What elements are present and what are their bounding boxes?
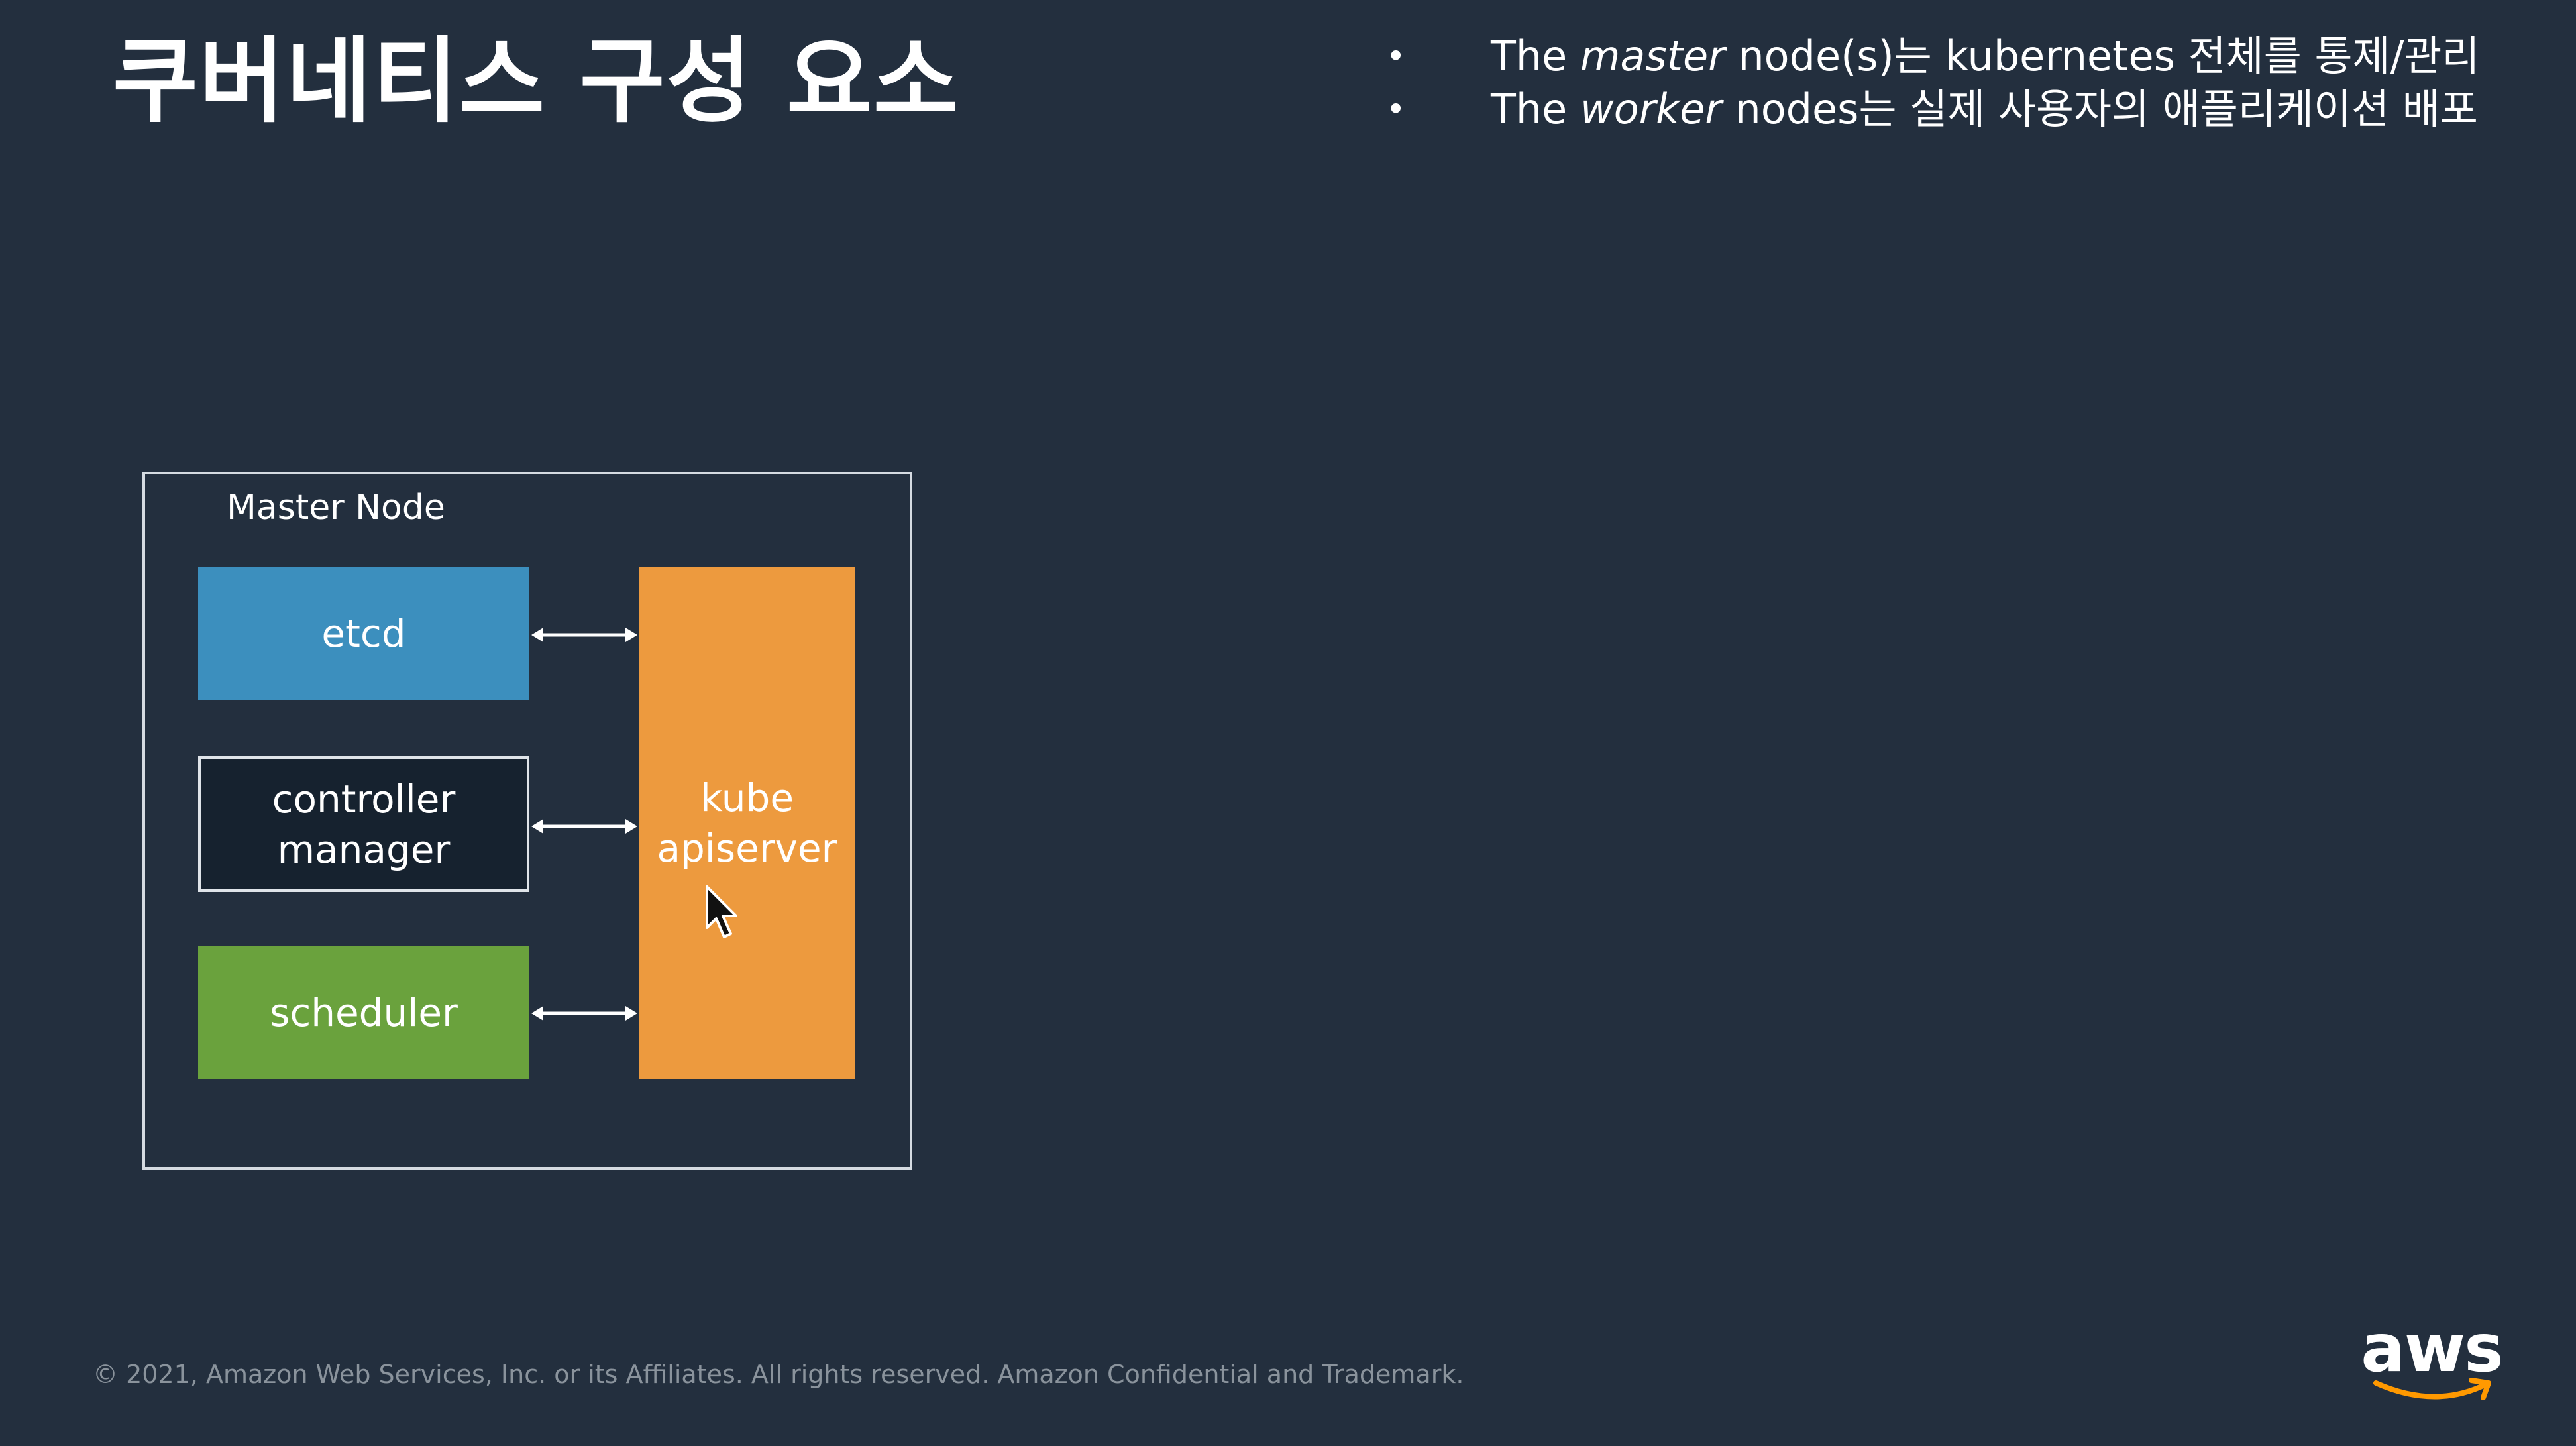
aws-smile-icon (2373, 1378, 2491, 1400)
controller-manager-box: controller manager (198, 756, 529, 892)
controller-manager-label: controller manager (272, 776, 456, 872)
scheduler-label: scheduler (270, 990, 458, 1035)
bullet-worker-text: nodes는 실제 사용자의 애플리케이션 배포 (1721, 85, 2478, 133)
scheduler-apiserver-arrow (531, 1006, 637, 1021)
etcd-apiserver-arrow (531, 628, 637, 642)
mouse-cursor-icon (706, 885, 737, 938)
slide-title: 쿠버네티스 구성 요소 (113, 28, 960, 136)
etcd-label: etcd (321, 611, 406, 656)
bullet-master-emphasis: master (1580, 32, 1725, 80)
controller-apiserver-arrow (531, 819, 637, 834)
aws-logo-text: aws (2361, 1309, 2503, 1387)
scheduler-box: scheduler (198, 946, 529, 1079)
etcd-box: etcd (198, 567, 529, 700)
bullet-list: The master node(s)는 kubernetes 전체를 통제/관리… (1385, 30, 2551, 136)
bullet-master-prefix: The (1491, 32, 1581, 80)
master-node-label: Master Node (227, 488, 445, 528)
aws-logo: aws (2359, 1315, 2504, 1408)
master-node-container: Master Node etcd controller manager sche… (142, 472, 912, 1170)
copyright-footer: © 2021, Amazon Web Services, Inc. or its… (93, 1360, 1464, 1389)
kube-apiserver-label: kube apiserver (657, 775, 837, 871)
bullet-worker-prefix: The (1491, 85, 1581, 133)
bullet-master: The master node(s)는 kubernetes 전체를 통제/관리 (1385, 30, 2551, 83)
bullet-worker-emphasis: worker (1580, 85, 1722, 133)
bullet-worker: The worker nodes는 실제 사용자의 애플리케이션 배포 (1385, 83, 2551, 136)
kube-apiserver-box: kube apiserver (639, 567, 855, 1079)
bullet-master-text: node(s)는 kubernetes 전체를 통제/관리 (1725, 32, 2480, 80)
